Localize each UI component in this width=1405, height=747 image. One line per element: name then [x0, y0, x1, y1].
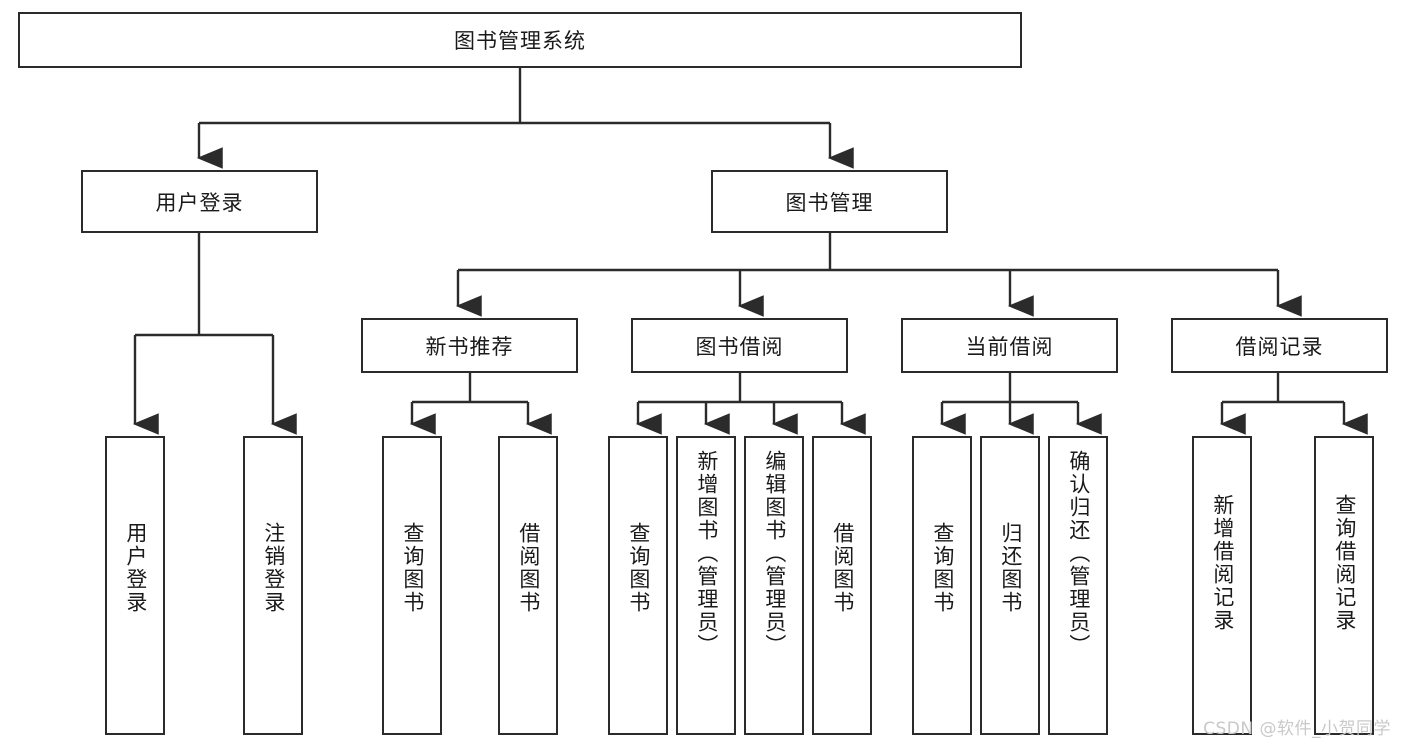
- node-current-borrow[interactable]: 当前借阅: [901, 318, 1118, 373]
- node-book-borrow-label: 图书借阅: [695, 334, 784, 359]
- node-book-manage[interactable]: 图书管理: [711, 170, 948, 233]
- node-book-manage-label: 图书管理: [785, 190, 874, 215]
- node-new-book-recommend[interactable]: 新书推荐: [361, 318, 578, 373]
- leaf-add-record-label: 新增借阅记录: [1210, 494, 1235, 632]
- leaf-query-book-2[interactable]: 查询图书: [608, 436, 668, 735]
- leaf-user-login-label: 用户登录: [123, 522, 148, 614]
- leaf-borrow-book-2[interactable]: 借阅图书: [812, 436, 872, 735]
- node-book-borrow[interactable]: 图书借阅: [631, 318, 848, 373]
- csdn-watermark: CSDN @软件_小贺同学: [1203, 719, 1391, 739]
- leaf-query-record[interactable]: 查询借阅记录: [1314, 436, 1374, 735]
- node-current-borrow-label: 当前借阅: [965, 334, 1054, 359]
- leaf-edit-book-label: 编辑图书（管理员）: [762, 450, 787, 657]
- leaf-user-login[interactable]: 用户登录: [105, 436, 165, 735]
- leaf-edit-book[interactable]: 编辑图书（管理员）: [744, 436, 804, 735]
- leaf-return-book[interactable]: 归还图书: [980, 436, 1040, 735]
- node-borrow-record[interactable]: 借阅记录: [1171, 318, 1388, 373]
- node-root[interactable]: 图书管理系统: [18, 12, 1022, 68]
- leaf-add-record[interactable]: 新增借阅记录: [1192, 436, 1252, 735]
- leaf-query-book-3-label: 查询图书: [930, 522, 955, 614]
- leaf-query-book-1-label: 查询图书: [400, 522, 425, 614]
- node-user-login-label: 用户登录: [155, 190, 244, 215]
- leaf-return-book-label: 归还图书: [998, 522, 1023, 614]
- leaf-borrow-book-2-label: 借阅图书: [830, 522, 855, 614]
- leaf-query-record-label: 查询借阅记录: [1332, 494, 1357, 632]
- leaf-query-book-3[interactable]: 查询图书: [912, 436, 972, 735]
- leaf-logout-login-label: 注销登录: [261, 522, 286, 614]
- leaf-borrow-book-1-label: 借阅图书: [516, 522, 541, 614]
- leaf-confirm-return[interactable]: 确认归还（管理员）: [1048, 436, 1108, 735]
- leaf-query-book-2-label: 查询图书: [626, 522, 651, 614]
- node-new-book-recommend-label: 新书推荐: [425, 334, 514, 359]
- node-user-login[interactable]: 用户登录: [81, 170, 318, 233]
- leaf-logout-login[interactable]: 注销登录: [243, 436, 303, 735]
- node-root-label: 图书管理系统: [454, 29, 586, 53]
- leaf-add-book[interactable]: 新增图书（管理员）: [676, 436, 736, 735]
- node-borrow-record-label: 借阅记录: [1235, 334, 1324, 359]
- leaf-borrow-book-1[interactable]: 借阅图书: [498, 436, 558, 735]
- leaf-add-book-label: 新增图书（管理员）: [694, 450, 719, 657]
- leaf-query-book-1[interactable]: 查询图书: [382, 436, 442, 735]
- leaf-confirm-return-label: 确认归还（管理员）: [1066, 450, 1091, 657]
